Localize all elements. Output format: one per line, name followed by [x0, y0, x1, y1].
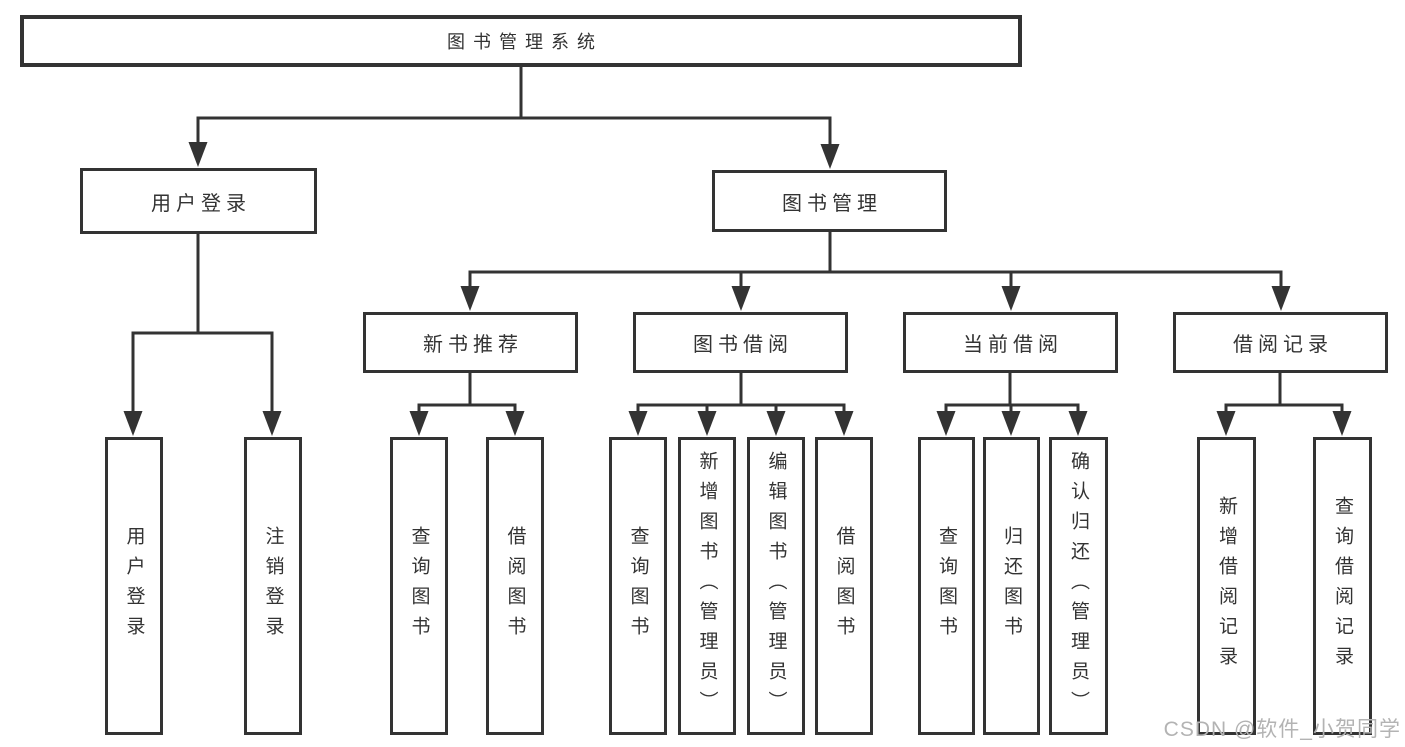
node-query-books-3: 查询图书 [918, 437, 975, 735]
node-add-books-admin: 新增图书（管理员） [678, 437, 736, 735]
arrowhead-down-icon [409, 411, 429, 436]
arrowhead-down-icon [505, 411, 525, 436]
arrowhead-down-icon [731, 286, 751, 311]
node-borrow-books-2: 借阅图书 [815, 437, 873, 735]
node-borrowing-records: 借阅记录 [1173, 312, 1388, 373]
arrowhead-down-icon [188, 142, 208, 167]
watermark-text: CSDN @软件_小贺同学 [1163, 718, 1401, 741]
connector-line-new-book-recommend [417, 371, 517, 420]
node-query-borrow-record: 查询借阅记录 [1313, 437, 1372, 735]
arrowhead-down-icon [936, 411, 956, 436]
arrowhead-down-icon [1271, 286, 1291, 311]
node-book-borrowing: 图书借阅 [633, 312, 848, 373]
node-book-management: 图书管理 [712, 170, 947, 232]
connector-line-user-login [131, 232, 274, 420]
arrowhead-down-icon [1001, 411, 1021, 436]
arrowhead-down-icon [1068, 411, 1088, 436]
arrowhead-down-icon [697, 411, 717, 436]
arrowhead-down-icon [1001, 286, 1021, 311]
arrowhead-down-icon [834, 411, 854, 436]
node-query-books-2: 查询图书 [609, 437, 667, 735]
connector-line-root [196, 65, 832, 153]
node-current-borrowing: 当前借阅 [903, 312, 1118, 373]
arrowhead-down-icon [123, 411, 143, 436]
arrowhead-down-icon [262, 411, 282, 436]
arrowhead-down-icon [628, 411, 648, 436]
connector-line-book-borrowing [636, 371, 846, 420]
arrowhead-down-icon [820, 144, 840, 169]
node-return-books: 归还图书 [983, 437, 1040, 735]
node-borrow-books-1: 借阅图书 [486, 437, 544, 735]
node-user-login-action: 用户登录 [105, 437, 163, 735]
node-new-book-recommend: 新书推荐 [363, 312, 578, 373]
connector-line-book-management [468, 230, 1283, 295]
node-query-books-1: 查询图书 [390, 437, 448, 735]
arrowhead-down-icon [1216, 411, 1236, 436]
arrowhead-down-icon [460, 286, 480, 311]
node-edit-books-admin: 编辑图书（管理员） [747, 437, 805, 735]
node-logout-action: 注销登录 [244, 437, 302, 735]
node-add-borrow-record: 新增借阅记录 [1197, 437, 1256, 735]
node-user-login: 用户登录 [80, 168, 317, 234]
arrowhead-down-icon [1332, 411, 1352, 436]
node-root: 图书管理系统 [20, 15, 1022, 67]
node-confirm-return-admin: 确认归还（管理员） [1049, 437, 1108, 735]
arrowhead-down-icon [766, 411, 786, 436]
connector-line-borrowing-records [1224, 371, 1344, 420]
